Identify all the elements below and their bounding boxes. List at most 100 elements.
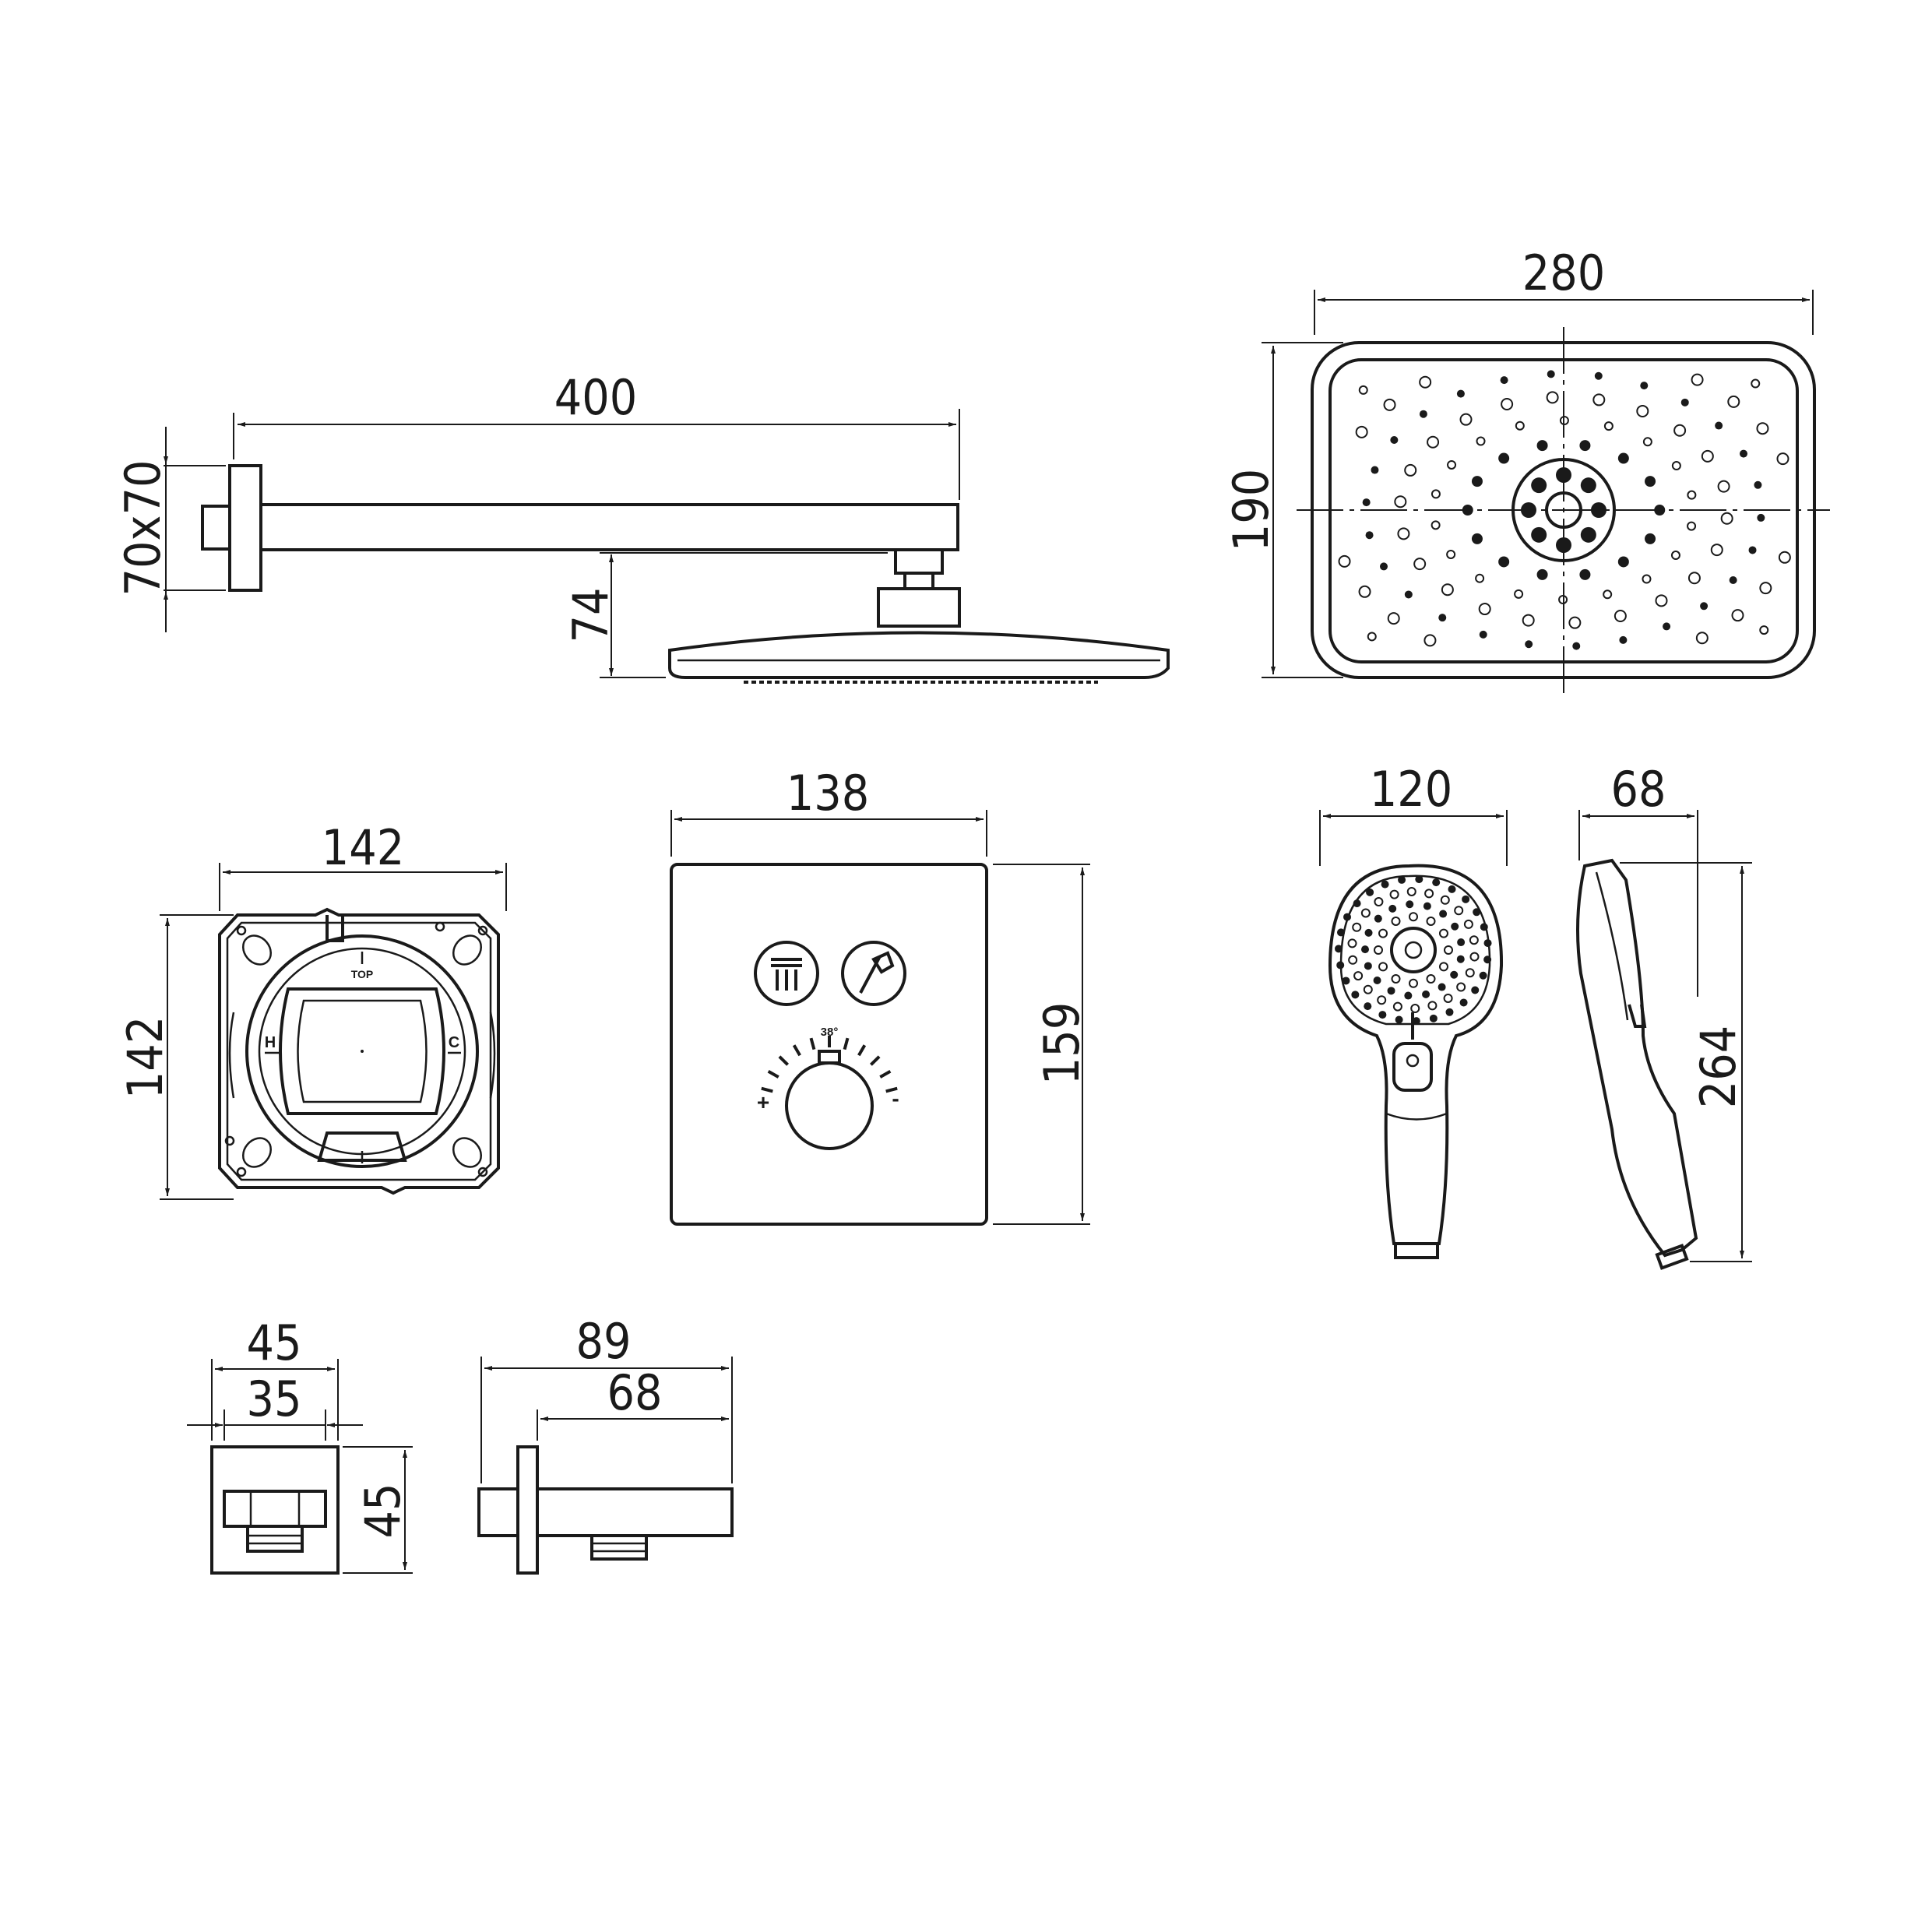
hand-nozzle [1353,899,1361,908]
spray-nozzle [1759,582,1772,595]
spray-nozzle [1717,480,1730,493]
hand-nozzle [1426,974,1436,984]
hand-nozzle [1395,1015,1403,1024]
hand-nozzle [1364,1002,1372,1011]
spray-nozzle [1475,573,1485,583]
dimension-hand-length: 264 [1620,862,1752,1262]
spray-nozzle [1362,498,1371,507]
hand-nozzle [1352,922,1362,932]
hand-length-label: 264 [1690,1026,1747,1108]
center-nozzle [1580,477,1596,494]
hand-nozzle [1406,886,1416,896]
hand-shower-side [1576,858,1698,1270]
spray-nozzle [1501,397,1514,410]
outlet-height-label: 45 [354,1483,411,1539]
spray-nozzle [1390,436,1399,445]
spray-nozzle [1536,568,1548,580]
spray-nozzle [1592,393,1606,406]
hand-nozzle [1391,974,1401,984]
hand-nozzle [1410,1004,1420,1014]
spray-nozzle [1695,632,1709,645]
spray-nozzle [1558,594,1568,604]
wall-outlet-side [477,1445,734,1575]
spray-nozzle [1645,476,1656,487]
hand-nozzle [1438,962,1448,972]
hand-nozzle [1364,962,1372,970]
dial-tick [761,1086,773,1093]
hand-nozzle [1374,897,1384,907]
spray-nozzle [1446,549,1456,559]
hand-nozzle [1377,995,1387,1005]
hand-nozzle [1351,991,1360,999]
hand-nozzle [1432,878,1441,887]
spray-nozzle [1394,495,1407,509]
spray-nozzle [1479,630,1487,639]
spray-nozzle [1691,373,1704,386]
spray-nozzle [1687,490,1697,500]
hand-nozzle [1459,998,1468,1007]
hand-nozzle [1454,906,1464,916]
plate-height-label: 159 [1033,1002,1090,1085]
hand-nozzle [1381,880,1389,889]
box-height-label: 142 [117,1016,174,1099]
spray-nozzle [1514,589,1524,599]
spray-nozzle [1476,436,1486,446]
spray-nozzle [1673,424,1687,437]
hand-nozzle [1342,977,1350,985]
spray-nozzle [1522,614,1535,627]
plus-marking: + [757,1090,769,1114]
dimension-box-height: 142 [117,914,234,1200]
hot-marking: H [265,1034,276,1051]
minus-marking: - [892,1086,899,1110]
spray-nozzle [1413,558,1427,571]
hand-nozzle [1378,1011,1387,1019]
spray-nozzle [1729,575,1737,584]
hand-spray-nozzles [1335,875,1492,1026]
spray-nozzle [1619,635,1628,644]
hand-nozzle [1424,889,1434,899]
spray-nozzle [1778,551,1791,564]
hand-nozzle [1483,955,1492,964]
hand-nozzle [1469,935,1479,945]
spray-nozzle [1617,556,1629,568]
spray-nozzle [1751,378,1761,389]
spray-nozzle [1645,533,1656,544]
thermostat-plate: 38° + - [670,863,988,1226]
spray-nozzle [1438,614,1447,622]
hand-nozzle [1409,978,1418,988]
hand-nozzle [1363,984,1373,994]
shower-arm-side-view [201,464,1170,684]
outlet-outer-label: 45 [247,1314,302,1371]
spray-nozzle [1498,452,1510,464]
spray-nozzle [1642,574,1652,584]
hand-nozzle [1438,928,1448,938]
dimension-plate-height: 159 [993,864,1090,1225]
shower-head-top-view [1297,327,1830,693]
spray-nozzle [1731,609,1744,622]
spray-nozzle [1687,572,1701,585]
spray-nozzle [1515,421,1525,431]
hand-nozzle [1438,983,1446,991]
spray-nozzle [1579,440,1591,452]
hand-nozzle [1412,1017,1420,1026]
spray-nozzle [1404,590,1413,599]
spray-nozzle [1423,634,1437,647]
spray-nozzle [1500,376,1508,385]
spray-nozzle [1670,551,1680,561]
spray-nozzle [1757,513,1765,522]
spray-nozzle [1572,642,1581,650]
spray-nozzle [1547,370,1555,378]
plate-width-label: 138 [787,765,869,822]
spray-nozzle [1740,449,1748,458]
spray-nozzle [1404,463,1417,477]
head-width-label: 280 [1522,245,1605,301]
hand-nozzle [1366,888,1374,896]
spray-nozzle [1459,413,1473,426]
center-nozzle [1531,526,1547,543]
spray-nozzle [1546,391,1559,404]
hand-nozzle [1423,902,1431,910]
spray-nozzle [1715,421,1723,430]
spray-nozzle [1756,422,1769,435]
center-nozzle [1521,502,1536,518]
